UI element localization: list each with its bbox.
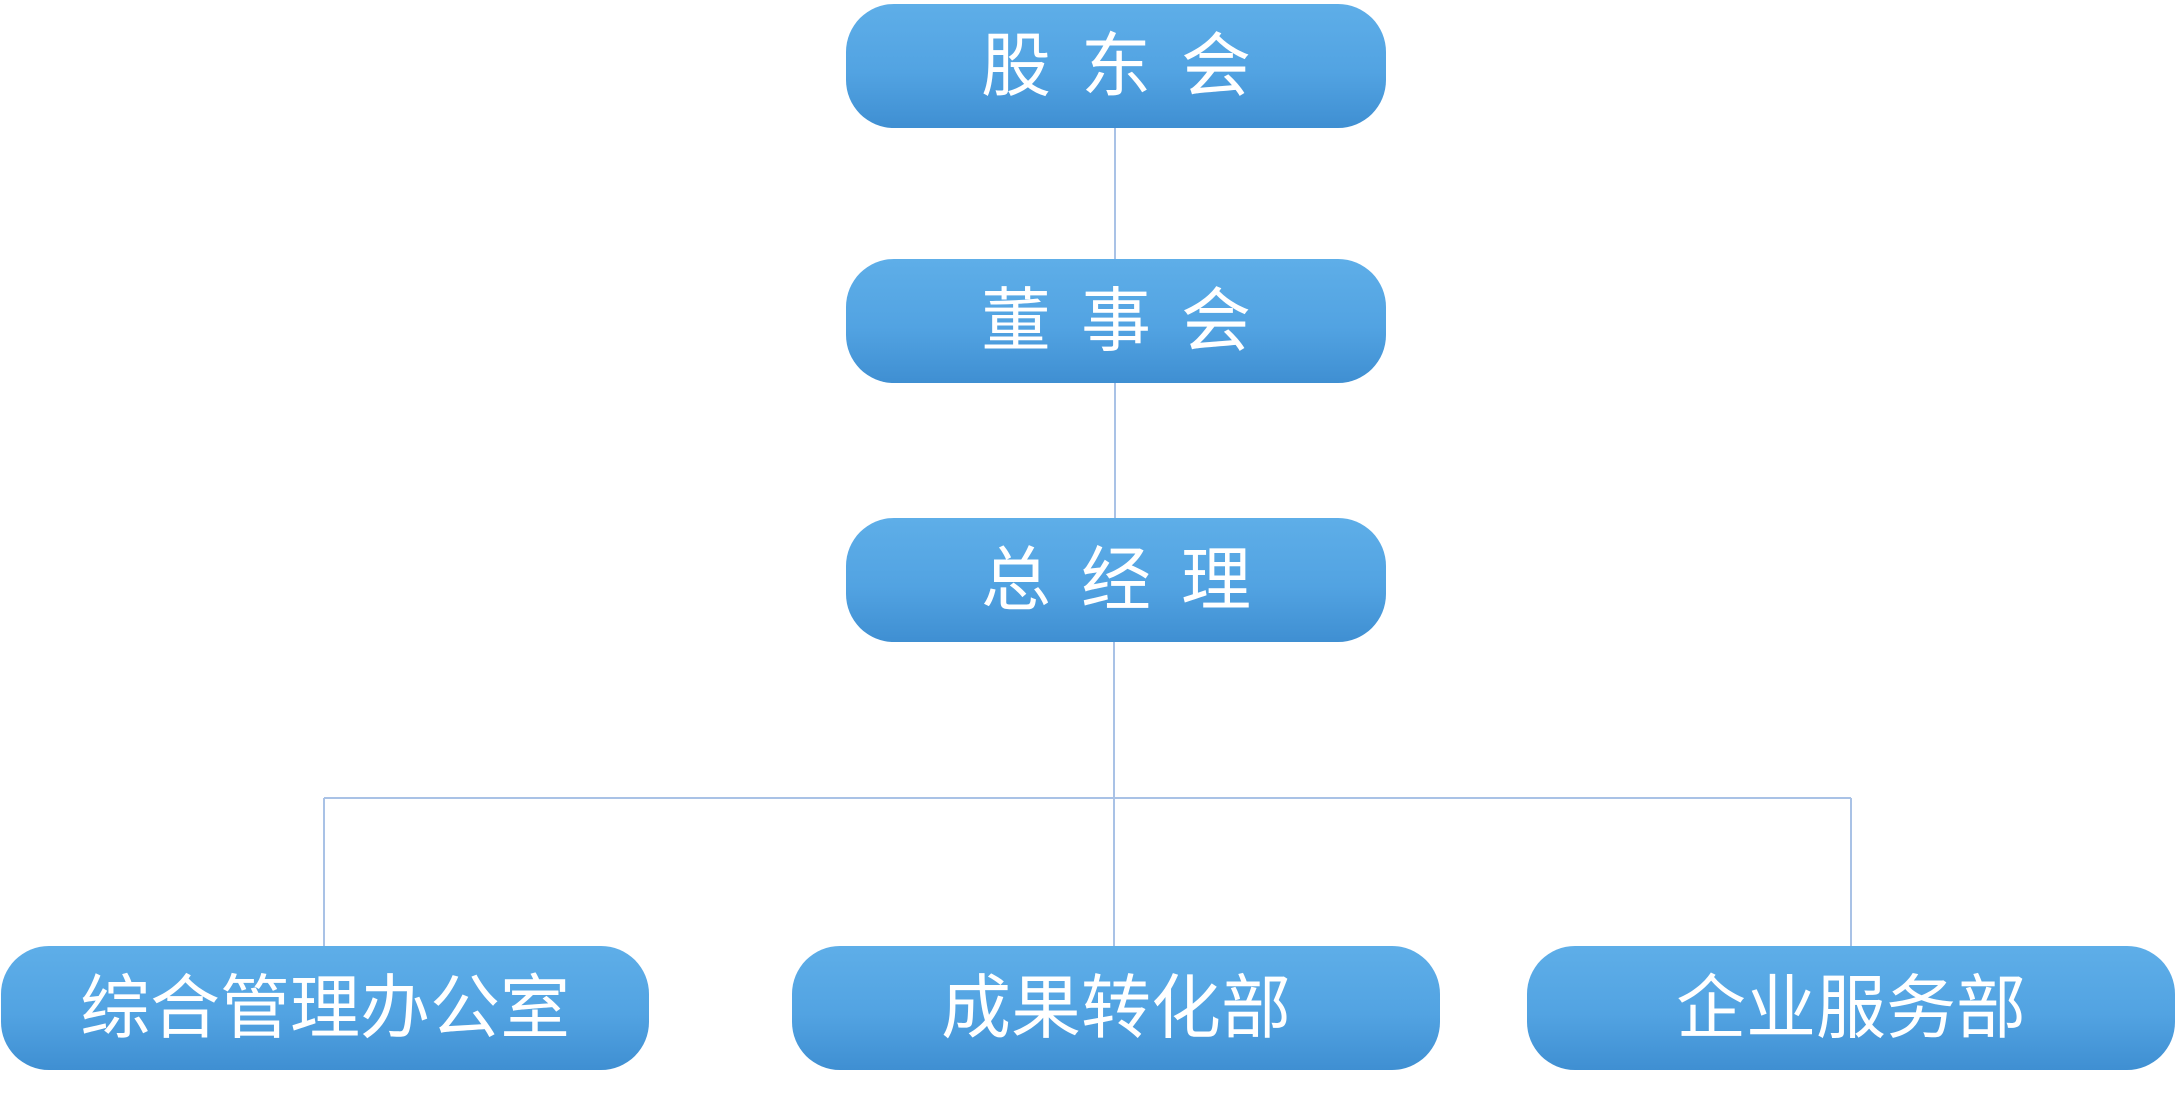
shareholders-node: 股东会 <box>846 4 1386 128</box>
department-node-enterprise-service: 企业服务部 <box>1527 946 2175 1070</box>
general-manager-label: 总经理 <box>981 539 1281 621</box>
department-node-admin-office: 综合管理办公室 <box>1 946 649 1070</box>
general-manager-node: 总经理 <box>846 518 1386 642</box>
board-node: 董事会 <box>846 259 1386 383</box>
department-node-achievement-transfer: 成果转化部 <box>792 946 1440 1070</box>
shareholders-label: 股东会 <box>981 25 1281 107</box>
department-label-achievement-transfer: 成果转化部 <box>941 967 1291 1049</box>
department-label-admin-office: 综合管理办公室 <box>80 967 570 1049</box>
department-label-enterprise-service: 企业服务部 <box>1676 967 2026 1049</box>
board-label: 董事会 <box>981 280 1281 362</box>
